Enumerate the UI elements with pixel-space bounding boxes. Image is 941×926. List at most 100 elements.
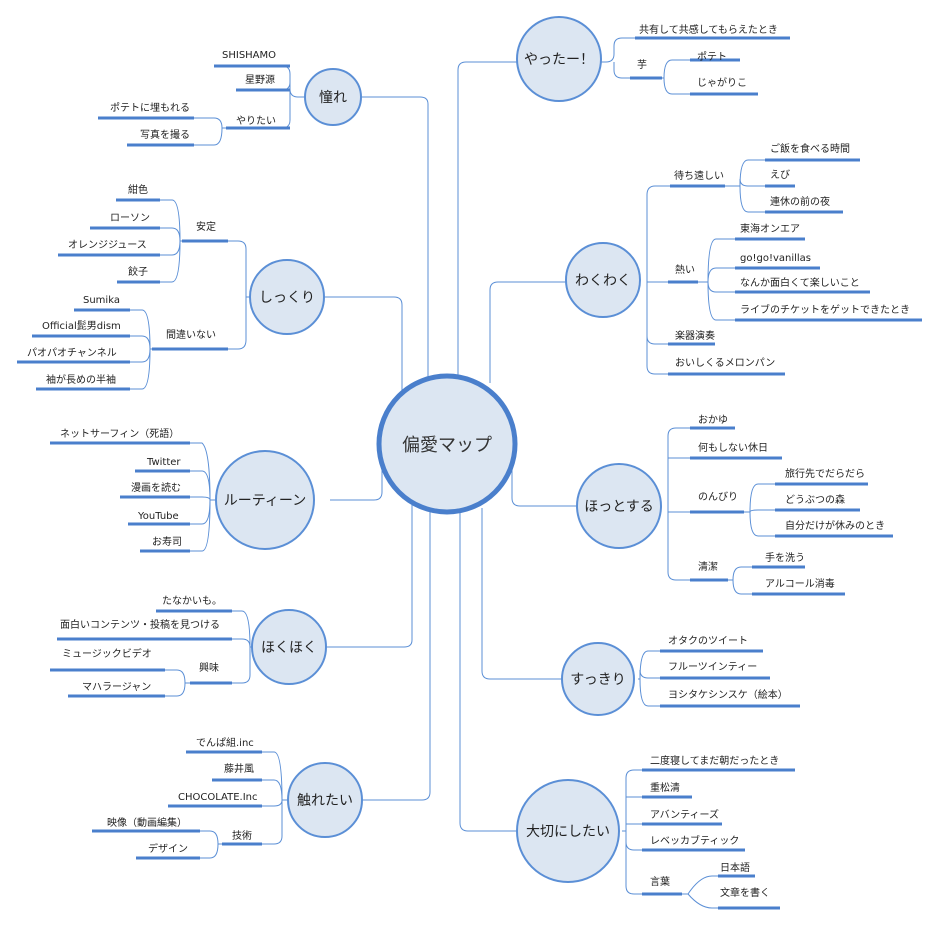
leaf-instrument: 楽器演奏 [675,329,715,342]
main-branches [324,61,577,832]
leaf-sleeve: 袖が長めの半袖 [46,373,116,386]
leaf-kon: 紺色 [128,183,148,196]
branch-furetai: でんぱ組.inc 藤井風 CHOCOLATE.Inc 技術 映像（動画編集） デ… [92,736,288,860]
topic-shikkuri[interactable]: しっくり [249,259,325,335]
leaf-shigematsu: 重松清 [650,781,680,794]
topic-nodes: やったー！ 憧れ わくわく しっくり ルーティーン ほっとする ほくほく すっ [215,16,662,883]
leaf-kotoba: 言葉 [650,875,670,888]
leaf-gogo: go!go!vanillas [740,253,811,264]
leaf-lawson: ローソン [110,213,150,224]
leaf-denpa: でんぱ組.inc [196,736,254,749]
leaf-nothing: 何もしない休日 [698,441,768,454]
topic-hokuhoku-label: ほくほく [261,640,317,656]
leaf-orange: オレンジジュース [68,239,147,251]
leaf-chocolate: CHOCOLATE.Inc [178,792,257,803]
leaf-sushi: お寿司 [152,535,182,548]
topic-hotto[interactable]: ほっとする [576,463,662,549]
leaf-netsurf: ネットサーフィン（死語） [60,427,179,440]
branch-routine: ネットサーフィン（死語） Twitter 漫画を読む YouTube お寿司 [50,427,216,553]
branch-taisetsu: 二度寝してまだ朝だったとき 重松清 アバンティーズ レベッカブティック 言葉 日… [622,754,795,910]
leaf-shared: 共有して共感してもらえたとき [639,23,778,36]
leaf-anntei: 安定 [196,220,216,233]
leaf-manga: 漫画を読む [131,481,181,494]
leaf-nonbiri: のんびり [698,491,738,503]
branch-yatta: 共有して共感してもらえたとき 芋 ポテト じゃがりこ [600,23,790,96]
leaf-travel: 旅行先でだらだら [785,467,865,480]
topic-wakuwaku-label: わくわく [575,273,631,289]
center-node[interactable]: 偏愛マップ [376,373,518,515]
leaf-youtube: YouTube [137,511,179,522]
topic-sukkiri[interactable]: すっきり [561,642,635,716]
leaf-sumika: Sumika [83,295,120,306]
topic-taisetsu-label: 大切にしたい [526,824,610,840]
topic-taisetsu[interactable]: 大切にしたい [516,779,620,883]
leaf-hoshino: 星野源 [245,73,275,86]
center-label: 偏愛マップ [402,435,492,456]
leaf-holiday-eve: 連休の前の夜 [770,195,830,208]
branch-shikkuri: 安定 紺色 ローソン オレンジジュース 餃子 間違いない Sumika Offi… [17,183,250,391]
topic-yatta[interactable]: やったー！ [516,16,602,102]
branch-sukkiri: オタクのツイート フルーツインティー ヨシタケシンスケ（絵本） [638,635,800,708]
leaf-live: ライブのチケットをゲットできたとき [740,303,910,316]
leaf-gijutsu: 技術 [232,829,252,842]
branch-hotto: おかゆ 何もしない休日 のんびり 旅行先でだらだら どうぶつの森 自分だけが休み… [667,414,893,596]
branch-wakuwaku: 待ち遠しい ご飯を食べる時間 えび 連休の前の夜 熱い 東海オンエア go!go… [646,142,922,376]
leaf-machigainai: 間違いない [166,328,216,341]
leaf-okayu: おかゆ [698,414,728,426]
topic-hotto-label: ほっとする [584,499,654,515]
topic-hokuhoku[interactable]: ほくほく [251,609,327,685]
topic-akogare-label: 憧れ [319,90,347,106]
leaf-tanakai: たなかいも。 [162,595,222,607]
leaf-paopao: パオパオチャンネル [27,347,117,359]
leaf-content: 面白いコンテンツ・投稿を見つける [60,618,220,631]
leaf-doubutsu: どうぶつの森 [785,493,845,506]
leaf-alcohol: アルコール消毒 [765,577,835,590]
leaf-melonpan: おいしくるメロンパン [675,357,775,369]
leaf-potato: ポテト [697,51,727,63]
leaf-mv: ミュージックビデオ [62,647,152,660]
leaf-avantis: アバンティーズ [650,808,719,821]
leaf-ebi: えび [770,169,790,181]
leaf-tokai: 東海オンエア [740,222,800,235]
leaf-machidooshii: 待ち遠しい [674,169,724,182]
topic-furetai[interactable]: 触れたい [287,762,363,838]
leaf-writing: 文章を書く [720,886,770,899]
topic-furetai-label: 触れたい [297,793,353,809]
leaf-jagarico: じゃがりこ [697,76,747,89]
leaf-twitter: Twitter [146,457,181,468]
leaf-rebecca: レベッカブティック [650,834,739,847]
leaf-eizo: 映像（動画編集） [107,816,187,829]
leaf-alone: 自分だけが休みのとき [785,519,885,532]
leaf-higedan: Official髭男dism [42,319,121,332]
leaf-photo: 写真を撮る [140,128,190,141]
leaf-fujii: 藤井風 [224,762,254,775]
leaf-potato-bury: ポテトに埋もれる [110,102,190,114]
leaf-design: デザイン [148,842,188,855]
topic-akogare[interactable]: 憧れ [304,68,362,126]
leaf-gyoza: 餃子 [128,265,148,278]
leaf-yoshitake: ヨシタケシンスケ（絵本） [668,688,788,701]
topic-routine-label: ルーティーン [224,493,306,509]
leaf-nihongo: 日本語 [720,861,750,874]
leaf-seiketsu: 清潔 [698,560,718,573]
topic-yatta-label: やったー！ [524,52,594,68]
leaf-atsui: 熱い [675,263,695,276]
leaf-kyomi: 興味 [199,662,219,674]
branch-akogare: SHISHAMO 星野源 やりたい ポテトに埋もれる 写真を撮る [98,50,305,147]
topic-shikkuri-label: しっくり [259,290,315,306]
leaf-fun: なんか面白くて楽しいこと [740,276,860,289]
leaf-meal-time: ご飯を食べる時間 [770,142,850,155]
leaf-nidone: 二度寝してまだ朝だったとき [650,754,779,767]
topic-wakuwaku[interactable]: わくわく [565,242,641,318]
topic-sukkiri-label: すっきり [570,672,625,688]
topic-routine[interactable]: ルーティーン [215,450,315,550]
leaf-fruits: フルーツインティー [668,662,757,673]
leaf-imo: 芋 [637,59,647,71]
branch-hokuhoku: たなかいも。 面白いコンテンツ・投稿を見つける 興味 ミュージックビデオ マハラ… [50,595,253,698]
leaf-otaku: オタクのツイート [668,635,748,647]
leaf-handwash: 手を洗う [765,551,805,564]
leaf-maharaja: マハラージャン [82,681,151,693]
leaf-yaritai: やりたい [236,115,276,127]
